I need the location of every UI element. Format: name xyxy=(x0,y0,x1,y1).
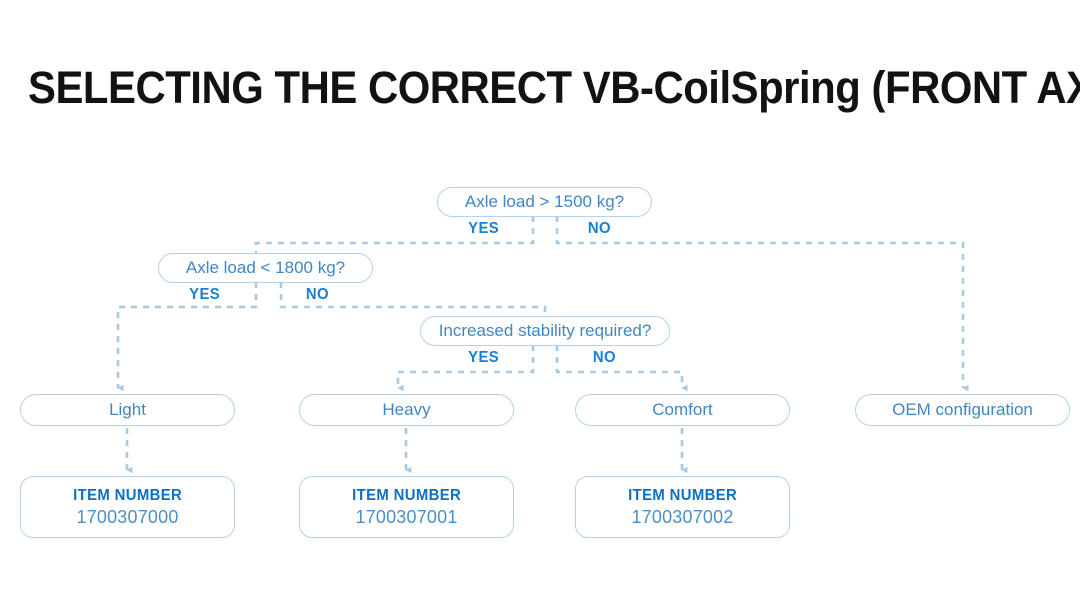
item-number-box-heavy[interactable]: ITEM NUMBER 1700307001 xyxy=(299,476,514,538)
branch-label-d3-no: NO xyxy=(592,349,616,366)
result-label: Light xyxy=(109,400,146,419)
edge-d3-no xyxy=(555,345,688,392)
branch-label-d1-no: NO xyxy=(587,220,611,237)
item-number-box-light[interactable]: ITEM NUMBER 1700307000 xyxy=(20,476,235,538)
decision-label: Axle load > 1500 kg? xyxy=(464,192,625,211)
result-label: OEM configuration xyxy=(892,400,1033,419)
decision-node-increased-stability[interactable]: Increased stability required? xyxy=(420,316,670,346)
branch-label-d2-no: NO xyxy=(305,286,329,303)
result-label: Comfort xyxy=(652,400,713,419)
item-number-value: 1700307001 xyxy=(355,506,458,527)
decision-node-axle-load-1800[interactable]: Axle load < 1800 kg? xyxy=(158,253,373,283)
item-number-value: 1700307002 xyxy=(631,506,734,527)
result-node-heavy[interactable]: Heavy xyxy=(299,394,514,426)
decision-node-axle-load-1500[interactable]: Axle load > 1500 kg? xyxy=(437,187,652,217)
result-node-comfort[interactable]: Comfort xyxy=(575,394,790,426)
item-number-title: ITEM NUMBER xyxy=(627,486,738,504)
edge-d1-yes xyxy=(254,216,535,254)
decision-label: Increased stability required? xyxy=(438,321,652,340)
decision-label: Axle load < 1800 kg? xyxy=(185,258,346,277)
edge-d3-yes xyxy=(396,345,535,392)
result-label: Heavy xyxy=(382,400,431,419)
page-title: SELECTING THE CORRECT VB-CoilSpring (FRO… xyxy=(28,62,1080,113)
item-number-box-comfort[interactable]: ITEM NUMBER 1700307002 xyxy=(575,476,790,538)
branch-label-d3-yes: YES xyxy=(468,349,500,366)
result-node-light[interactable]: Light xyxy=(20,394,235,426)
branch-label-d2-yes: YES xyxy=(189,286,221,303)
edge-d2-yes xyxy=(116,282,258,392)
edge-d1-no xyxy=(555,216,969,392)
item-number-title: ITEM NUMBER xyxy=(351,486,462,504)
item-number-title: ITEM NUMBER xyxy=(72,486,183,504)
item-number-value: 1700307000 xyxy=(76,506,179,527)
result-node-oem-configuration[interactable]: OEM configuration xyxy=(855,394,1070,426)
branch-label-d1-yes: YES xyxy=(468,220,500,237)
edge-d2-no xyxy=(279,282,547,318)
